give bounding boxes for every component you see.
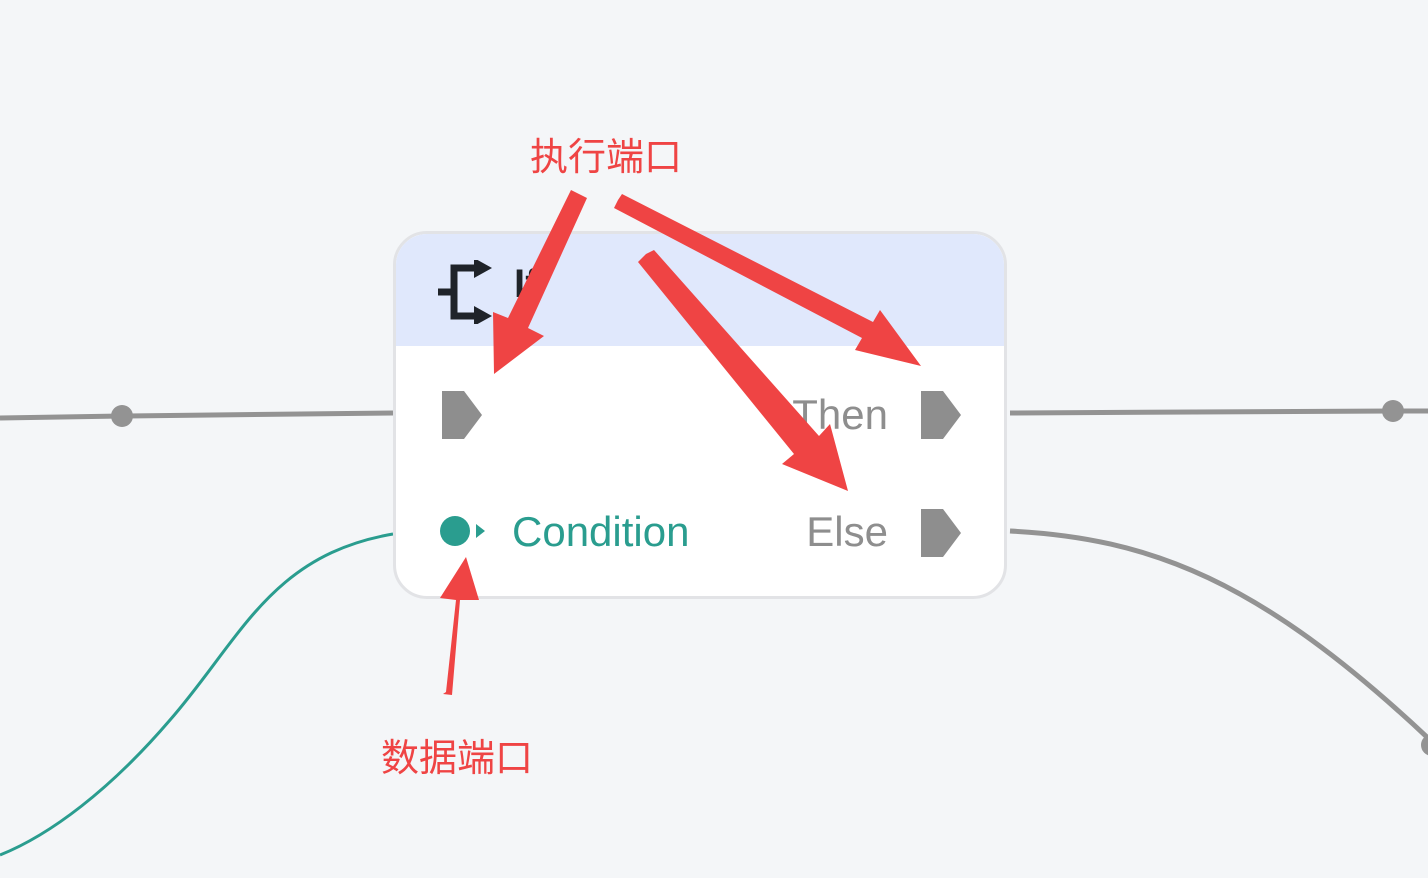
wire-reroute-point[interactable]	[1421, 734, 1428, 756]
else-exec-port[interactable]	[921, 509, 961, 557]
else-port-label: Else	[806, 508, 888, 555]
data-wire-condition[interactable]	[0, 532, 394, 857]
then-port-label: Then	[792, 391, 888, 438]
wire-reroute-point[interactable]	[111, 405, 133, 427]
data-port-annotation: 数据端口	[381, 736, 534, 780]
node-header[interactable]: If	[396, 234, 1004, 346]
condition-port-label: Condition	[512, 508, 690, 555]
if-node[interactable]: If Then Condition Else	[393, 231, 1007, 599]
condition-data-port[interactable]	[439, 514, 487, 548]
exec-wire-then[interactable]	[1009, 408, 1428, 416]
exec-wire-in[interactable]	[0, 410, 394, 421]
node-title: If	[514, 262, 539, 306]
branch-icon	[438, 260, 492, 324]
exec-ports-annotation: 执行端口	[530, 135, 683, 179]
exec-wire-else[interactable]	[1009, 528, 1428, 740]
exec-in-port[interactable]	[442, 391, 482, 439]
then-exec-port[interactable]	[921, 391, 961, 439]
wire-reroute-point[interactable]	[1382, 400, 1404, 422]
